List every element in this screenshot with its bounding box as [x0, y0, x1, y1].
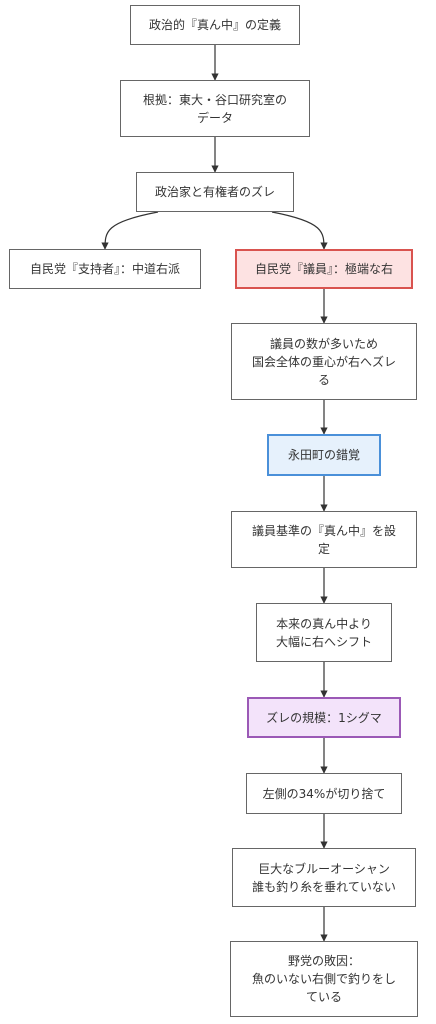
node-definition: 政治的『真ん中』の定義: [130, 5, 300, 45]
node-ldp-members: 自民党『議員』：極端な右: [235, 249, 413, 289]
node-shift-right: 本来の真ん中より 大幅に右へシフト: [256, 603, 392, 662]
edge-n3-n5: [271, 211, 328, 250]
node-evidence: 根拠：東大・谷口研究室の データ: [120, 80, 310, 137]
node-politician-voter-gap: 政治家と有権者のズレ: [136, 172, 294, 212]
node-left-cut-off: 左側の34%が切り捨て: [246, 773, 402, 814]
node-center-of-gravity-shift: 議員の数が多いため 国会全体の重心が右へズレ る: [231, 323, 417, 400]
node-blue-ocean: 巨大なブルーオーシャン 誰も釣り糸を垂れていない: [232, 848, 416, 907]
node-nagatacho-illusion: 永田町の錯覚: [267, 434, 381, 476]
node-shift-scale: ズレの規模：1シグマ: [247, 697, 401, 738]
node-ldp-supporters: 自民党『支持者』：中道右派: [9, 249, 201, 289]
node-member-based-center: 議員基準の『真ん中』を設 定: [231, 511, 417, 568]
node-opposition-defeat: 野党の敗因： 魚のいない右側で釣りをし ている: [230, 941, 418, 1017]
edge-n3-n4: [101, 211, 159, 250]
